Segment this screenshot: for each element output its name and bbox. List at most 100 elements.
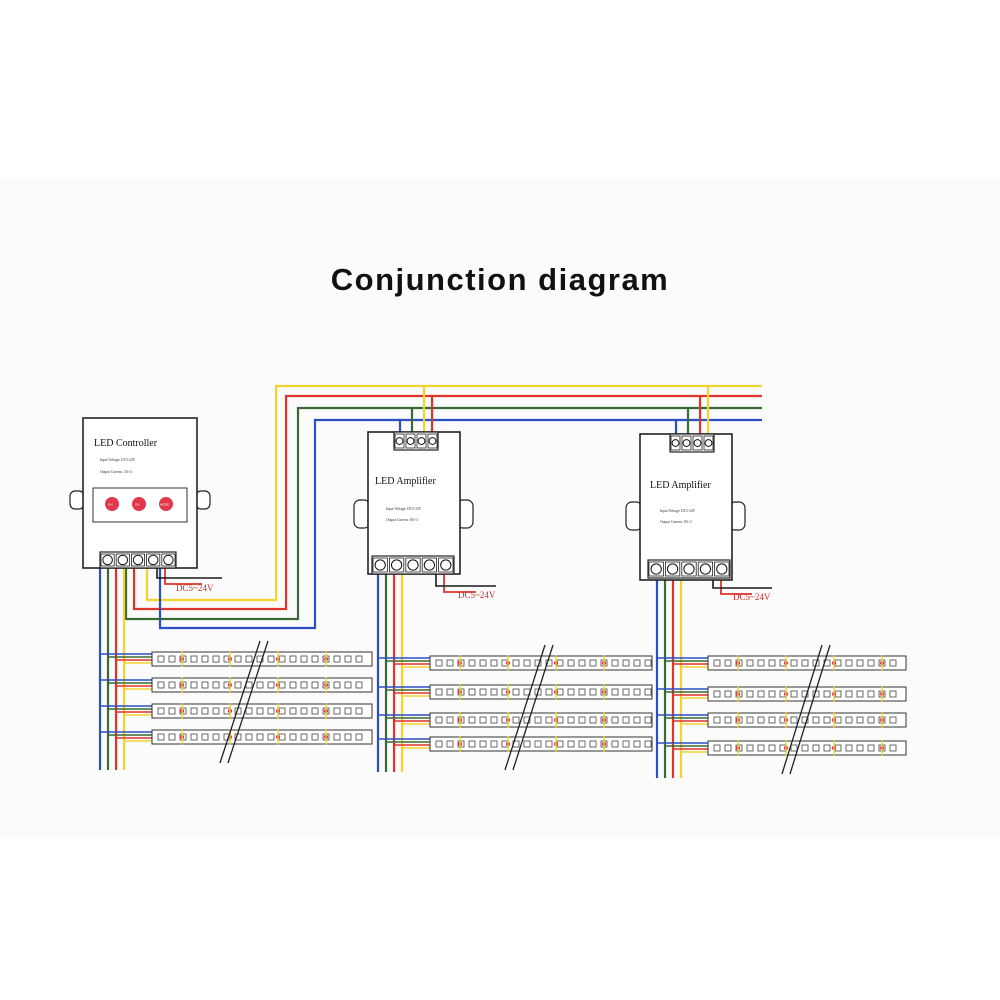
led-chip xyxy=(311,681,319,689)
led-chip xyxy=(344,681,352,689)
led-chip xyxy=(823,690,831,698)
led-chip xyxy=(622,659,630,667)
led-chip xyxy=(490,740,498,748)
led-chip xyxy=(446,716,454,724)
led-chip xyxy=(622,688,630,696)
led-chip xyxy=(212,655,220,663)
led-chip xyxy=(256,655,264,663)
power-label-amplifier-1: DC5~24V xyxy=(458,590,496,600)
amplifier-body xyxy=(639,433,733,581)
led-chip xyxy=(724,690,732,698)
led-chip xyxy=(545,716,553,724)
amplifier-1-output-terminal xyxy=(371,555,455,575)
led-chip xyxy=(300,681,308,689)
cut-mark xyxy=(181,703,183,719)
on-button-1[interactable] xyxy=(105,497,119,511)
cut-mark xyxy=(181,677,183,693)
led-chip xyxy=(344,655,352,663)
led-chip xyxy=(713,690,721,698)
led-chip xyxy=(724,744,732,752)
led-chip xyxy=(490,688,498,696)
break-line xyxy=(789,644,831,775)
led-chip xyxy=(333,655,341,663)
led-chip xyxy=(201,681,209,689)
led-chip xyxy=(468,659,476,667)
power-lead-negative xyxy=(156,568,222,579)
break-line xyxy=(219,640,261,764)
led-chip xyxy=(256,733,264,741)
led-chip xyxy=(168,681,176,689)
led-chip xyxy=(311,707,319,715)
break-line xyxy=(227,640,269,764)
led-chip xyxy=(190,655,198,663)
led-chip xyxy=(435,659,443,667)
led-chip xyxy=(479,688,487,696)
led-chip xyxy=(713,744,721,752)
led-chip xyxy=(512,659,520,667)
cut-mark xyxy=(181,729,183,745)
led-chip xyxy=(355,681,363,689)
led-chip xyxy=(611,716,619,724)
terminal-screw xyxy=(666,563,679,575)
on-button-1-label: ON xyxy=(108,503,113,507)
led-chip xyxy=(589,688,597,696)
cut-mark xyxy=(737,712,739,728)
power-lead-positive xyxy=(720,578,752,595)
led-chip xyxy=(856,690,864,698)
power-lead-positive xyxy=(443,574,476,593)
led-chip xyxy=(856,716,864,724)
terminal-screw xyxy=(716,563,728,575)
led-chip xyxy=(545,659,553,667)
led-chip xyxy=(801,690,809,698)
led-chip xyxy=(768,659,776,667)
led-chip xyxy=(168,707,176,715)
bus-wire xyxy=(145,384,762,602)
led-chip xyxy=(644,740,652,748)
amplifier-2-input-terminal xyxy=(669,433,715,453)
on-button-2[interactable] xyxy=(132,497,146,511)
led-chip xyxy=(757,690,765,698)
led-chip xyxy=(479,716,487,724)
led-chip xyxy=(245,733,253,741)
cut-mark xyxy=(507,684,509,700)
terminal-screw xyxy=(671,439,680,447)
cut-mark xyxy=(229,703,231,719)
led-chip xyxy=(212,681,220,689)
led-chip xyxy=(355,733,363,741)
cut-mark xyxy=(555,655,557,671)
led-chip xyxy=(578,688,586,696)
on-button-2-label: ON xyxy=(135,503,140,507)
led-chip xyxy=(355,707,363,715)
cut-mark xyxy=(737,655,739,671)
led-chip xyxy=(567,716,575,724)
led-chip xyxy=(256,681,264,689)
led-chip xyxy=(757,716,765,724)
page-title: Conjunction diagram xyxy=(330,262,670,297)
cut-mark xyxy=(277,677,279,693)
led-chip xyxy=(300,707,308,715)
led-chip xyxy=(446,740,454,748)
power-label-controller: DC5~24V xyxy=(176,583,214,593)
led-chip xyxy=(344,733,352,741)
terminal-screw xyxy=(423,559,436,571)
led-chip xyxy=(333,707,341,715)
led-chip xyxy=(746,659,754,667)
led-chip xyxy=(512,716,520,724)
mode-button[interactable] xyxy=(159,497,173,511)
led-chip xyxy=(234,655,242,663)
terminal-screw xyxy=(390,559,403,571)
led-chip xyxy=(267,655,275,663)
led-chip xyxy=(578,740,586,748)
led-chip xyxy=(757,659,765,667)
cut-mark xyxy=(507,655,509,671)
led-chip xyxy=(512,688,520,696)
cut-mark xyxy=(507,712,509,728)
power-lead-negative xyxy=(712,578,772,589)
cut-mark xyxy=(833,712,835,728)
terminal-housing xyxy=(393,431,439,451)
led-chip xyxy=(724,716,732,724)
led-chip xyxy=(256,707,264,715)
led-chip xyxy=(545,688,553,696)
led-chip xyxy=(201,733,209,741)
